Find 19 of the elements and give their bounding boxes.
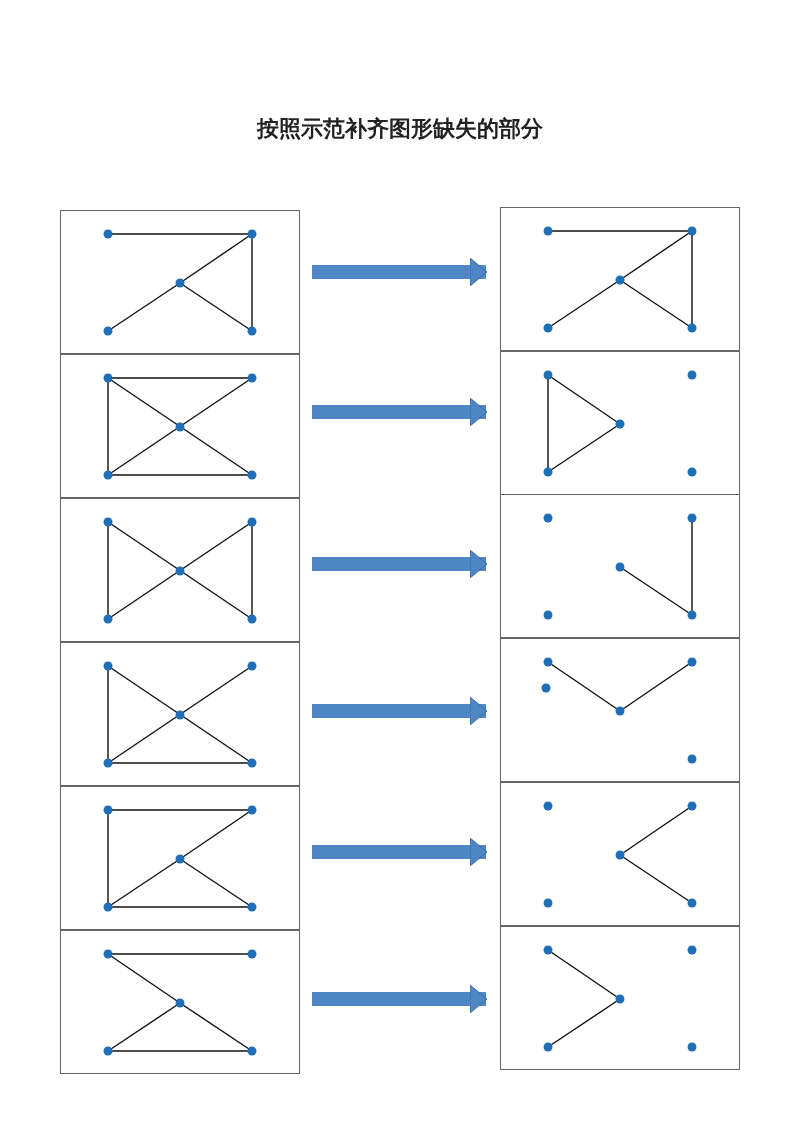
drawing-panel [500, 207, 740, 351]
drawing-panel [60, 930, 300, 1074]
drawing-panel [500, 638, 740, 783]
drawing-panel [60, 642, 300, 786]
drawing-panel [60, 210, 300, 354]
arrow [312, 984, 488, 1014]
drawing-panel [500, 925, 740, 1070]
drawing-panel [60, 354, 300, 498]
arrow [312, 549, 488, 579]
drawing-panel [500, 350, 740, 495]
arrow [312, 257, 488, 287]
drawing-panel [60, 498, 300, 642]
title: 按照示范补齐图形缺失的部分 [257, 116, 543, 141]
drawing-panel [60, 786, 300, 930]
arrow [312, 397, 488, 427]
drawing-panel [500, 781, 740, 926]
arrow [312, 696, 488, 726]
drawing-panel [500, 494, 740, 639]
arrow [312, 837, 488, 867]
